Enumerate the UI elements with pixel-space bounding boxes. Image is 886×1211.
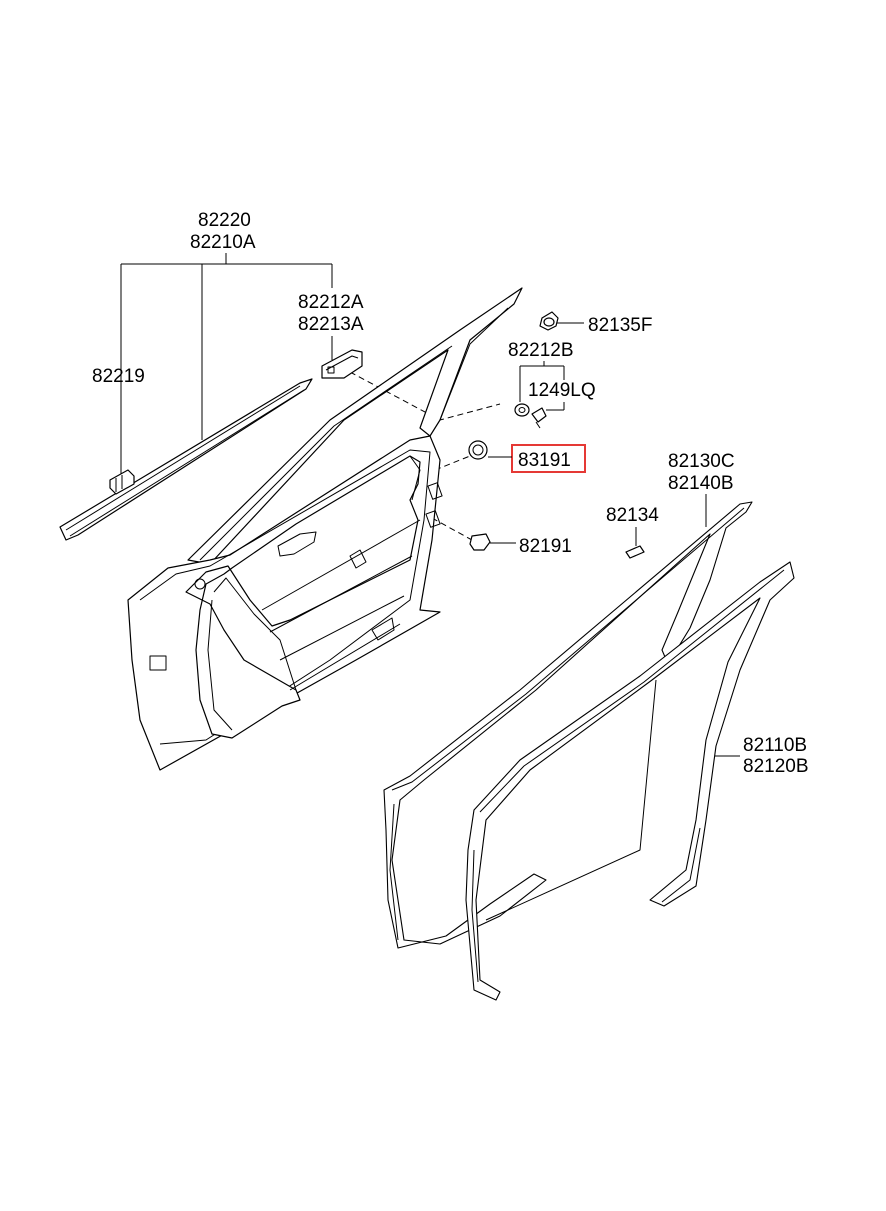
label-82134[interactable]: 82134 [606,505,659,526]
plug-82191[interactable] [469,533,491,551]
clip-82135F[interactable] [539,311,559,331]
label-82219[interactable]: 82219 [92,366,145,387]
label-1249LQ[interactable]: 1249LQ [528,380,596,401]
label-82140B[interactable]: 82140B [668,473,734,494]
label-82213A[interactable]: 82213A [298,314,364,335]
grommet-83191[interactable] [468,440,488,460]
highlight-box-83191 [511,444,586,473]
moulding-bracket-82212A[interactable] [321,349,363,379]
part-labels: 82220 82210A 82219 82212A 82213A 82135F … [92,210,809,777]
label-82212A[interactable]: 82212A [298,292,364,313]
label-82130C[interactable]: 82130C [668,451,735,472]
label-82210A[interactable]: 82210A [190,232,256,253]
leader-lines [120,253,740,757]
label-82220[interactable]: 82220 [198,210,251,231]
label-82120B[interactable]: 82120B [743,756,809,777]
label-82212B[interactable]: 82212B [508,340,574,361]
screw-1249LQ[interactable] [531,407,547,429]
label-82135F[interactable]: 82135F [588,315,652,336]
label-83191[interactable]: 83191 [518,450,571,471]
washer-82212B[interactable] [514,403,530,417]
belt-weatherstrip[interactable] [59,378,313,541]
clip-82134[interactable] [625,545,645,559]
opening-weatherstrip-82110B[interactable] [465,561,795,1001]
label-82191[interactable]: 82191 [519,536,572,557]
label-82110B[interactable]: 82110B [743,735,807,756]
front-door-panel[interactable] [127,287,523,771]
